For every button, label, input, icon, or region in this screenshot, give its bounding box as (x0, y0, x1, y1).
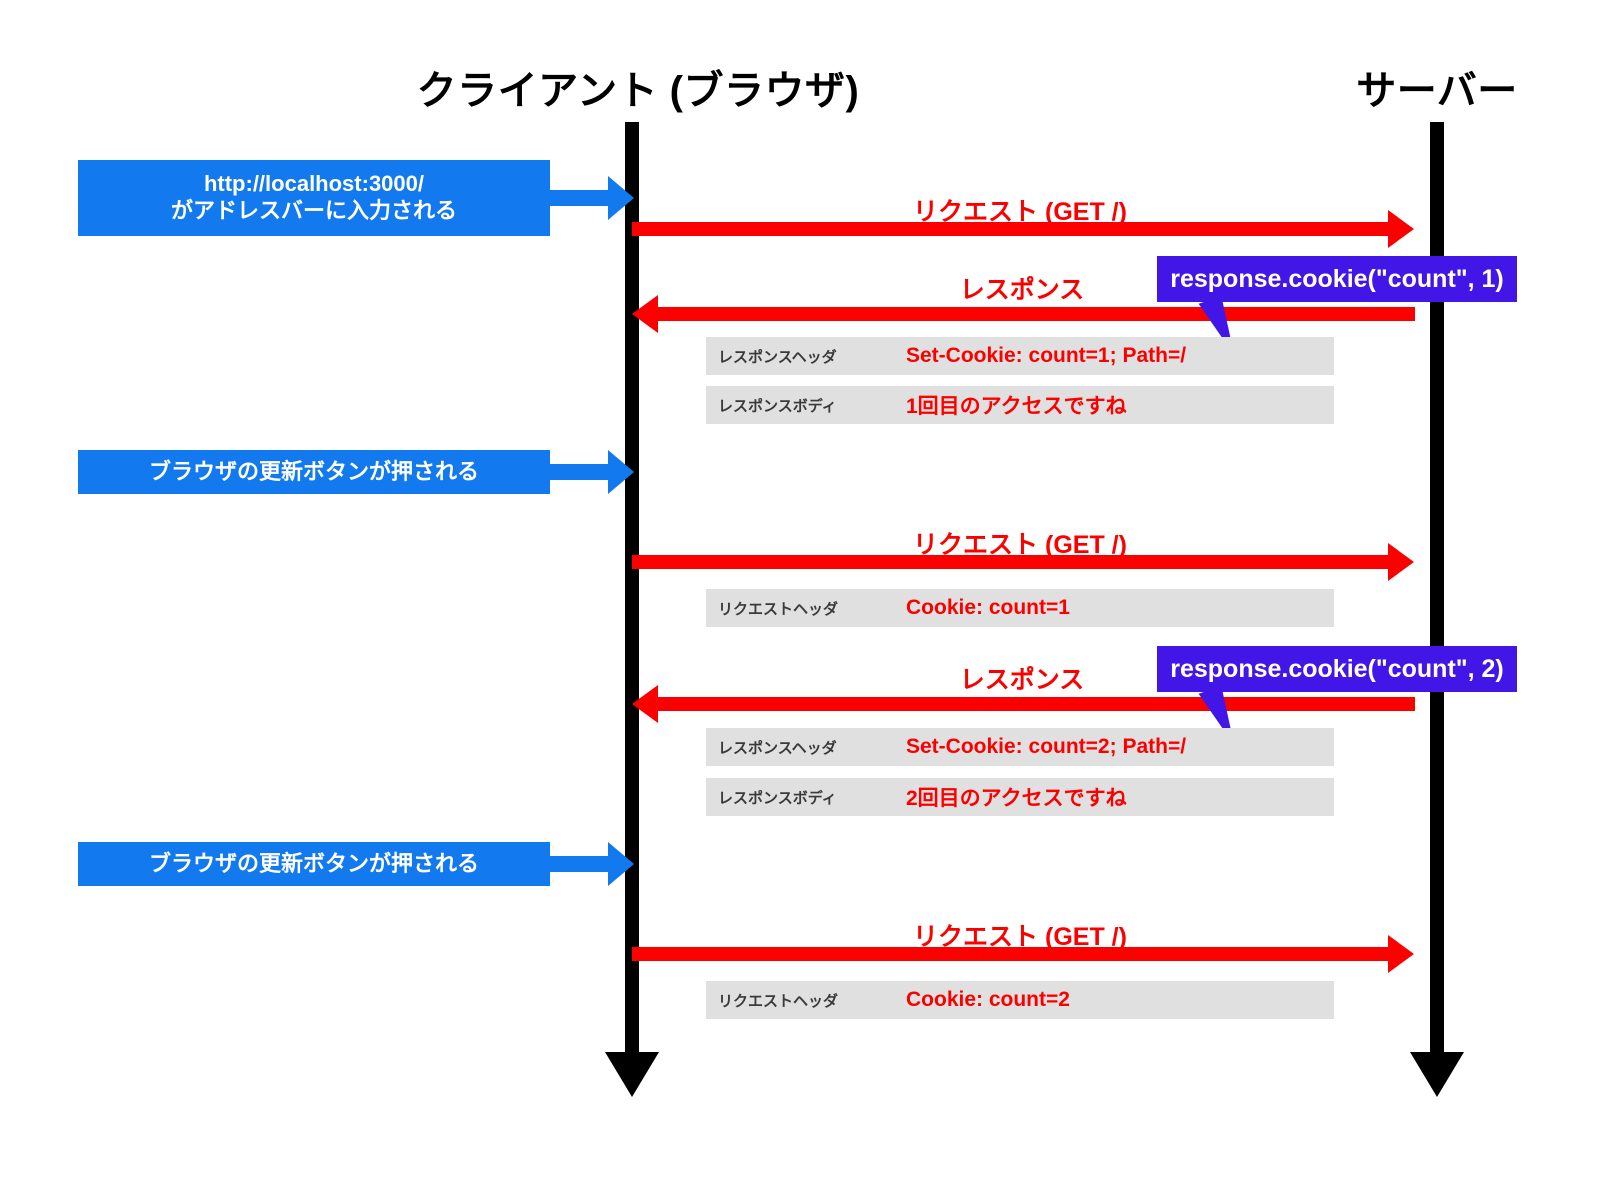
detail-key: レスポンスヘッダ (718, 739, 837, 757)
message-arrow-right-icon-request-2 (1388, 543, 1414, 581)
event-box-reload-2: ブラウザの更新ボタンが押される (78, 842, 550, 886)
detail-key: レスポンスボディ (718, 397, 837, 415)
event-box-url-entered: http://localhost:3000/ がアドレスバーに入力される (78, 160, 550, 236)
lifeline-arrow-down-icon-client (605, 1052, 659, 1097)
event-arrow-right-icon-3 (608, 842, 634, 886)
message-label-request-1: リクエスト (GET /) (913, 198, 1127, 226)
detail-row: レスポンスボディ 2回目のアクセスですね (706, 778, 1334, 816)
message-label-response-1: レスポンス (959, 276, 1085, 304)
detail-row: リクエストヘッダ Cookie: count=1 (706, 589, 1334, 627)
event-box-reload-1: ブラウザの更新ボタンが押される (78, 450, 550, 494)
message-arrow-right-icon-request-1 (1388, 210, 1414, 248)
detail-key: リクエストヘッダ (718, 600, 839, 618)
lifeline-arrow-down-icon-server (1410, 1052, 1464, 1097)
message-label-request-2: リクエスト (GET /) (913, 531, 1127, 559)
message-arrow-left-icon-response-1 (632, 295, 658, 333)
detail-row: レスポンスボディ 1回目のアクセスですね (706, 386, 1334, 424)
lifeline-client (625, 122, 639, 1057)
event-line-1: ブラウザの更新ボタンが押される (148, 458, 479, 484)
callout-set-cookie-2: response.cookie("count", 2) (1157, 646, 1517, 692)
detail-key: レスポンスヘッダ (718, 348, 837, 366)
detail-value: 2回目のアクセスですね (906, 787, 1127, 810)
detail-value: 1回目のアクセスですね (906, 395, 1127, 418)
detail-row: レスポンスヘッダ Set-Cookie: count=2; Path=/ (706, 728, 1334, 766)
message-arrow-right-icon-request-3 (1388, 935, 1414, 973)
event-arrow-right-icon-2 (608, 450, 634, 494)
event-arrow-right-icon-1 (608, 176, 634, 220)
detail-key: レスポンスボディ (718, 789, 837, 807)
event-line-1: http://localhost:3000/ (203, 171, 425, 197)
callout-set-cookie-1: response.cookie("count", 1) (1157, 256, 1517, 302)
event-line-1: ブラウザの更新ボタンが押される (148, 850, 479, 876)
message-shaft-response-2 (658, 697, 1415, 711)
event-arrow-shaft-2 (550, 464, 612, 480)
lifeline-server (1430, 122, 1444, 1057)
message-label-response-2: レスポンス (959, 666, 1085, 694)
message-shaft-response-1 (658, 307, 1415, 321)
actor-label-server: サーバー (1356, 69, 1518, 113)
detail-key: リクエストヘッダ (718, 992, 839, 1010)
detail-row: リクエストヘッダ Cookie: count=2 (706, 981, 1334, 1019)
actor-label-client: クライアント (ブラウザ) (416, 69, 860, 113)
message-arrow-left-icon-response-2 (632, 685, 658, 723)
message-shaft-request-1 (632, 222, 1388, 236)
event-arrow-shaft-1 (550, 190, 612, 206)
detail-row: レスポンスヘッダ Set-Cookie: count=1; Path=/ (706, 337, 1334, 375)
message-label-request-3: リクエスト (GET /) (913, 923, 1127, 951)
message-shaft-request-3 (632, 947, 1388, 961)
detail-value: Cookie: count=2 (906, 988, 1070, 1011)
event-line-2: がアドレスバーに入力される (170, 198, 457, 223)
event-arrow-shaft-3 (550, 856, 612, 872)
detail-value: Cookie: count=1 (906, 596, 1070, 619)
detail-value: Set-Cookie: count=2; Path=/ (906, 735, 1187, 758)
detail-value: Set-Cookie: count=1; Path=/ (906, 344, 1187, 367)
message-shaft-request-2 (632, 555, 1388, 569)
